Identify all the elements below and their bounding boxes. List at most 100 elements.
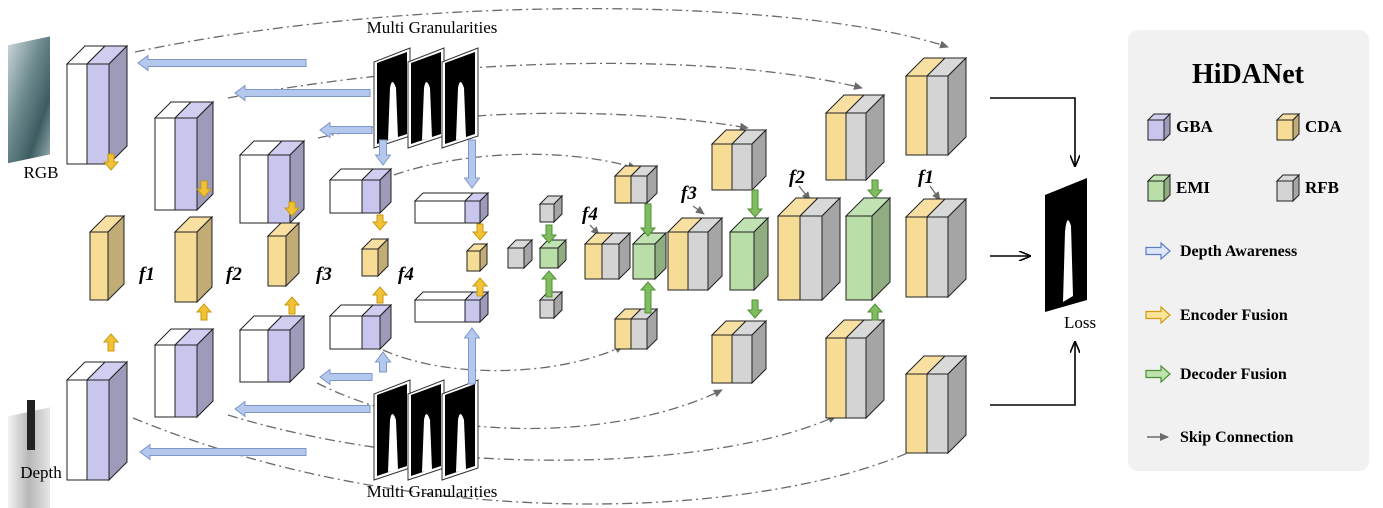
emi-rfb-bottom-front	[539, 299, 555, 319]
depth-side-output-block	[904, 354, 968, 455]
rgb-encoder-block-1-front	[66, 63, 88, 165]
decoder-f4-top-block	[613, 164, 659, 205]
fused-f4-block-front	[361, 248, 379, 277]
encoder-f2-label: f2	[226, 264, 242, 285]
decoder-f4-emi-block-front	[632, 243, 656, 280]
legend-skip-connection-label: Skip Connection	[1180, 429, 1293, 446]
decoder-f3-label: f3	[681, 183, 697, 204]
top-mask-stack-silhouette-1	[422, 82, 432, 140]
decoder-f4-bottom-block-side	[646, 307, 658, 351]
decoder-f3-emi-block	[728, 216, 770, 292]
fused-f3-block	[266, 221, 301, 288]
decoder-f2-emi-block	[844, 196, 892, 302]
depth-encoder-block-3-side	[289, 314, 305, 384]
decoder-f2-bottom-block-side	[865, 318, 885, 420]
depth-encoder-block-4-front	[361, 315, 381, 350]
rgb-label: RGB	[24, 163, 59, 182]
rgb-encoder-block-5-front	[464, 200, 481, 224]
skip-f3-short	[692, 205, 705, 215]
encoder-f4-label: f4	[398, 264, 414, 285]
legend-encoder-fusion-icon	[1145, 305, 1171, 325]
decoder-f3-cda-block	[666, 216, 724, 292]
decoder-f1-block-side	[947, 197, 967, 299]
encoder-fusion-arrow-rgb-2	[195, 180, 213, 198]
decoder-f4-label: f4	[582, 204, 598, 225]
depth-encoder-block-5-front	[464, 299, 481, 323]
rgb-encoder-block-4-front	[361, 179, 381, 214]
fused-f1-block-front	[89, 231, 109, 301]
decoder-f2-bottom-block	[824, 318, 886, 420]
fused-f5-block-side	[479, 242, 488, 273]
skip-connection-curve-5	[132, 417, 924, 505]
legend-rfb-icon-side	[1292, 173, 1300, 203]
depth-awareness-arrow-top-4	[374, 139, 392, 166]
fused-f5-block-front	[466, 250, 481, 272]
depth-awareness-arrow-bottom-3	[319, 368, 373, 386]
depth-awareness-arrow-bottom-1	[139, 443, 307, 461]
legend-cda-icon-front	[1276, 119, 1294, 141]
legend-depth-awareness-label: Depth Awareness	[1180, 243, 1297, 260]
depth-encoder-block-5	[413, 290, 490, 324]
top-multi-granularities-label: Multi Granularities	[367, 18, 498, 37]
depth-awareness-arrow-top-2	[234, 84, 371, 102]
rgb-to-loss-arrow	[990, 97, 1075, 166]
decoder-f4-bottom-block-front	[630, 318, 648, 350]
encoder-fusion-arrow-rgb-3	[283, 201, 301, 217]
emi-rfb-top	[538, 194, 564, 224]
depth-encoder-block-2	[153, 327, 215, 419]
depth-label: Depth	[20, 463, 62, 482]
legend-decoder-fusion-label: Decoder Fusion	[1180, 366, 1287, 383]
emi-center-block	[538, 238, 568, 270]
decoder-f4-emi-block-side	[654, 231, 667, 281]
decoder-f2-top-block	[824, 93, 886, 182]
skip-connection-curve-7	[316, 382, 723, 430]
emi-rfb-left-front	[507, 247, 525, 269]
legend-gba-label: GBA	[1176, 117, 1214, 136]
depth-encoder-block-2-front	[154, 344, 176, 418]
rgb-encoder-block-5	[413, 191, 490, 225]
depth-side-output-block-front	[905, 373, 928, 454]
rgb-side-output-block-front	[905, 75, 928, 156]
loss-label: Loss	[1064, 313, 1096, 332]
emi-rfb-top-front	[539, 203, 555, 223]
legend-gba-icon-side	[1163, 112, 1171, 142]
decoder-f2-bottom-block-front	[825, 337, 847, 419]
depth-to-loss-arrow	[990, 342, 1075, 406]
decoder-f2-top-block-side	[865, 93, 885, 182]
top-mask-stack	[373, 47, 479, 149]
emi-rfb-left-side	[523, 238, 533, 270]
depth-input-image	[8, 407, 50, 508]
decoder-f3-cda-block-front	[687, 231, 709, 291]
depth-awareness-arrow-bottom-5	[463, 327, 481, 385]
encoder-fusion-arrow-depth-2	[195, 303, 213, 321]
legend-icons	[1145, 112, 1301, 441]
top-mask-stack-silhouette-0	[388, 82, 398, 140]
depth-encoder-block-1-side	[108, 360, 128, 482]
legend-rfb-label: RFB	[1305, 178, 1339, 197]
depth-silhouette	[27, 400, 35, 450]
encoder-fusion-arrow-depth-1	[102, 333, 120, 352]
decoder-fusion-arrow-f2-bottom	[866, 303, 884, 321]
depth-encoder-block-1	[65, 360, 129, 482]
decoder-fusion-arrow-f4-top	[639, 203, 657, 237]
depth-encoder-block-2-side	[196, 327, 214, 419]
depth-encoder-block-3-front	[239, 329, 269, 383]
depth-encoder-block-4-front	[329, 315, 363, 350]
depth-encoder-block-5-side	[479, 290, 489, 324]
legend-cda-label: CDA	[1305, 117, 1343, 136]
emi-rfb-left	[506, 238, 534, 270]
encoder-f3-label: f3	[316, 264, 332, 285]
legend-cda-icon	[1275, 112, 1301, 142]
decoder-f3-top-block-front	[711, 143, 733, 191]
encoder-f1-label: f1	[139, 264, 155, 285]
decoder-f2-emi-block-front	[845, 215, 873, 301]
decoder-f4-cda-block	[583, 231, 632, 281]
encoder-fusion-arrow-depth-3	[283, 296, 301, 315]
rgb-encoder-block-2-front	[154, 117, 176, 211]
fused-f5-block	[465, 242, 489, 273]
decoder-f4-cda-block-front	[584, 243, 603, 280]
legend-rfb-icon	[1275, 173, 1301, 203]
decoder-f2-cda-block-side	[821, 196, 841, 302]
decoder-f3-bottom-block-side	[751, 319, 767, 385]
